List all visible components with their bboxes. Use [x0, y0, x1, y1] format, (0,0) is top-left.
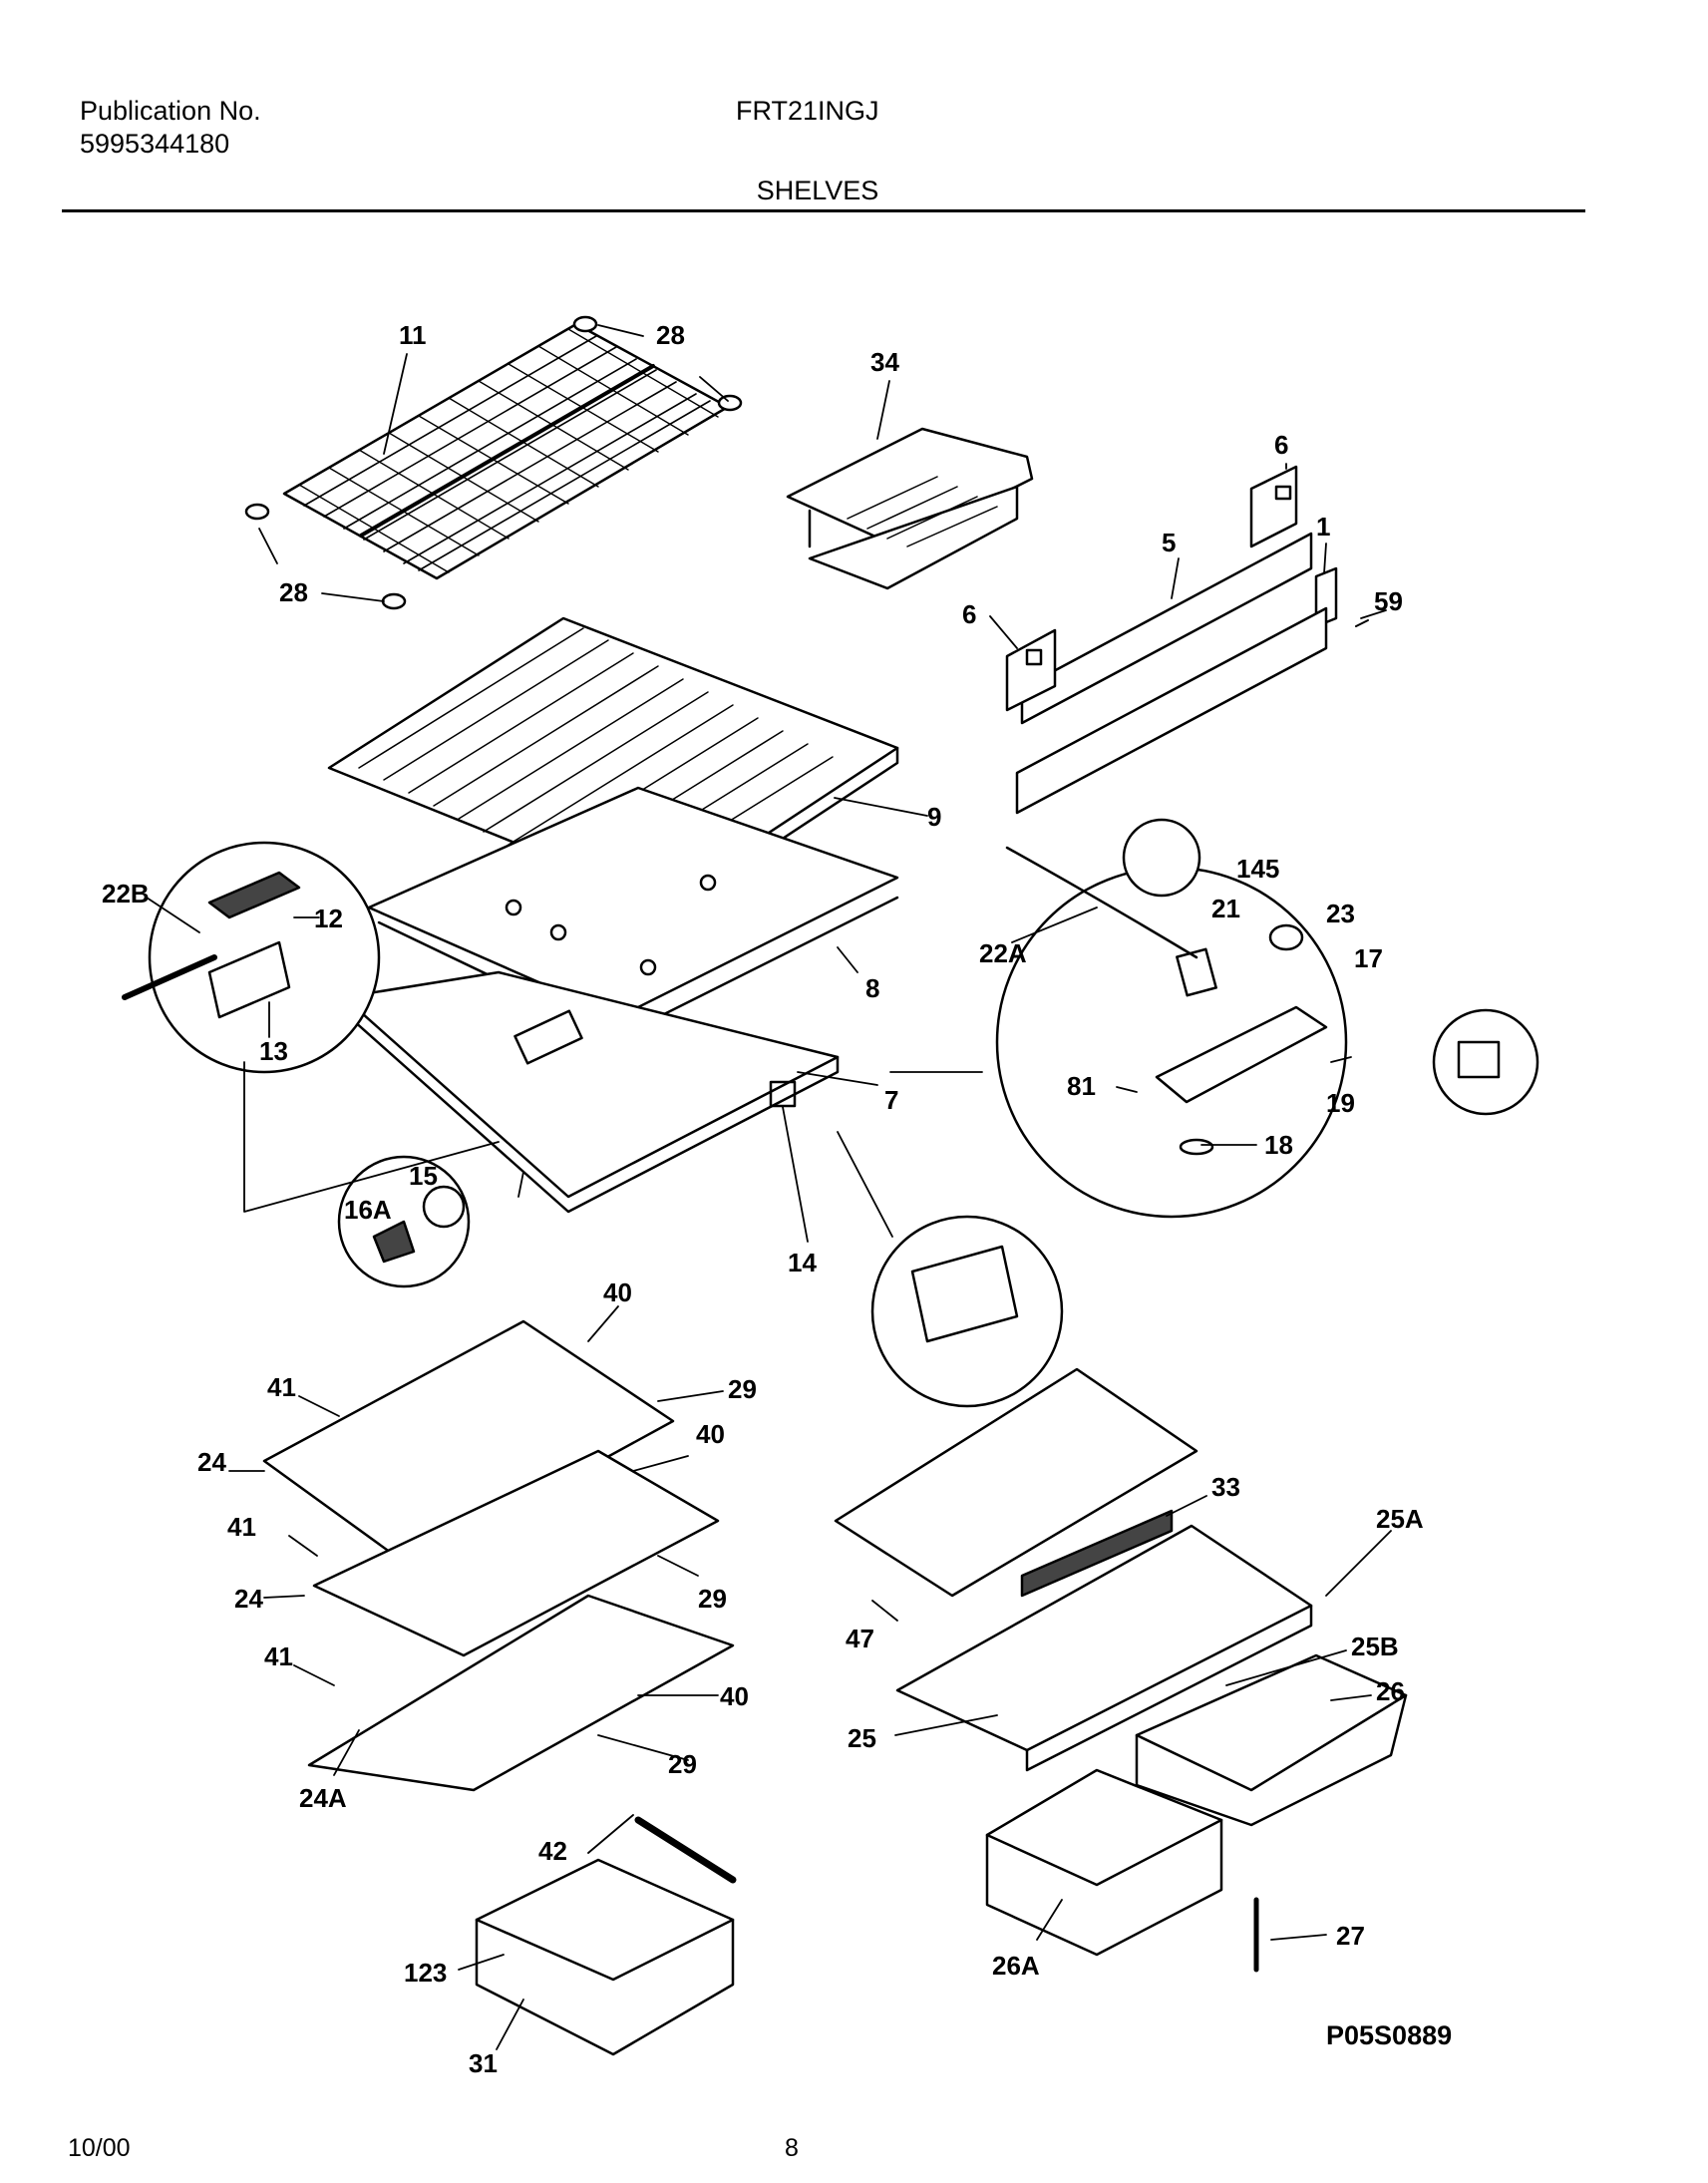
page-number: 8 — [785, 2134, 799, 2162]
part-label-25: 25 — [848, 1723, 876, 1753]
part-label-42: 42 — [538, 1836, 567, 1866]
rail-assembly-part — [1005, 465, 1369, 815]
part-label-145: 145 — [1236, 854, 1279, 884]
part-label-40: 40 — [603, 1277, 632, 1307]
part-label-59: 59 — [1374, 586, 1403, 616]
part-label-13: 13 — [259, 1036, 288, 1066]
figure-code: P05S0889 — [1326, 2020, 1452, 2050]
part-label-23: 23 — [1326, 899, 1355, 928]
part-label-41: 41 — [227, 1512, 256, 1542]
part-label-6: 6 — [962, 599, 976, 629]
part-label-14: 14 — [788, 1248, 817, 1277]
part-label-25a: 25A — [1376, 1504, 1424, 1534]
part-label-29: 29 — [668, 1749, 697, 1779]
leader-lines — [146, 324, 1392, 2050]
wire-shelf-part — [282, 322, 730, 580]
part-label-26: 26 — [1376, 1676, 1405, 1706]
part-label-19: 19 — [1326, 1088, 1355, 1118]
part-label-8: 8 — [865, 973, 879, 1003]
part-label-24a: 24A — [299, 1783, 347, 1813]
part-label-12: 12 — [314, 904, 343, 933]
glass-shelves-part — [262, 1319, 735, 1792]
part-label-24: 24 — [197, 1447, 226, 1477]
part-label-41: 41 — [267, 1372, 296, 1402]
part-label-11: 11 — [399, 320, 427, 350]
crisper-drawer-part — [985, 1653, 1408, 1957]
part-label-29: 29 — [728, 1374, 757, 1404]
publication-label: Publication No. — [80, 96, 261, 126]
part-label-40: 40 — [696, 1419, 725, 1449]
part-label-31: 31 — [469, 2048, 498, 2078]
part-label-28: 28 — [656, 320, 685, 350]
storage-bin-part — [786, 427, 1034, 590]
part-label-123: 123 — [404, 1958, 447, 1988]
part-label-28: 28 — [279, 577, 308, 607]
part-label-41: 41 — [264, 1641, 293, 1671]
part-label-47: 47 — [846, 1624, 874, 1653]
part-label-34: 34 — [870, 347, 899, 377]
part-label-6: 6 — [1274, 430, 1288, 460]
inset-light-socket — [337, 1155, 471, 1288]
header-rule — [62, 209, 1585, 212]
part-label-27: 27 — [1336, 1921, 1365, 1951]
part-label-18: 18 — [1264, 1130, 1293, 1160]
part-label-81: 81 — [1067, 1071, 1096, 1101]
inset-145 — [995, 818, 1539, 1219]
part-label-21: 21 — [1211, 894, 1240, 923]
part-label-9: 9 — [927, 802, 941, 832]
shelf-support-part — [244, 315, 743, 610]
part-label-7: 7 — [884, 1085, 898, 1115]
part-label-26a: 26A — [992, 1951, 1040, 1981]
inset-22b — [122, 841, 381, 1074]
part-label-33: 33 — [1211, 1472, 1240, 1502]
part-label-40: 40 — [720, 1681, 749, 1711]
publication-number: 5995344180 — [80, 129, 230, 159]
connector-part — [769, 1080, 1064, 1408]
part-label-22a: 22A — [979, 938, 1027, 968]
part-label-1: 1 — [1316, 512, 1330, 542]
part-label-17: 17 — [1354, 943, 1383, 973]
part-label-29: 29 — [698, 1584, 727, 1614]
part-label-5: 5 — [1162, 528, 1176, 557]
section-title: SHELVES — [756, 176, 879, 205]
part-label-15: 15 — [409, 1161, 438, 1191]
part-label-22b: 22B — [102, 879, 150, 909]
meat-pan-part — [475, 1816, 737, 2056]
revision-date: 10/00 — [68, 2134, 131, 2162]
model-number: FRT21INGJ — [736, 96, 879, 126]
part-label-24: 24 — [234, 1584, 263, 1614]
part-label-16a: 16A — [344, 1195, 392, 1225]
part-label-25b: 25B — [1351, 1632, 1399, 1661]
crisper-cover-part — [834, 1367, 1313, 1772]
